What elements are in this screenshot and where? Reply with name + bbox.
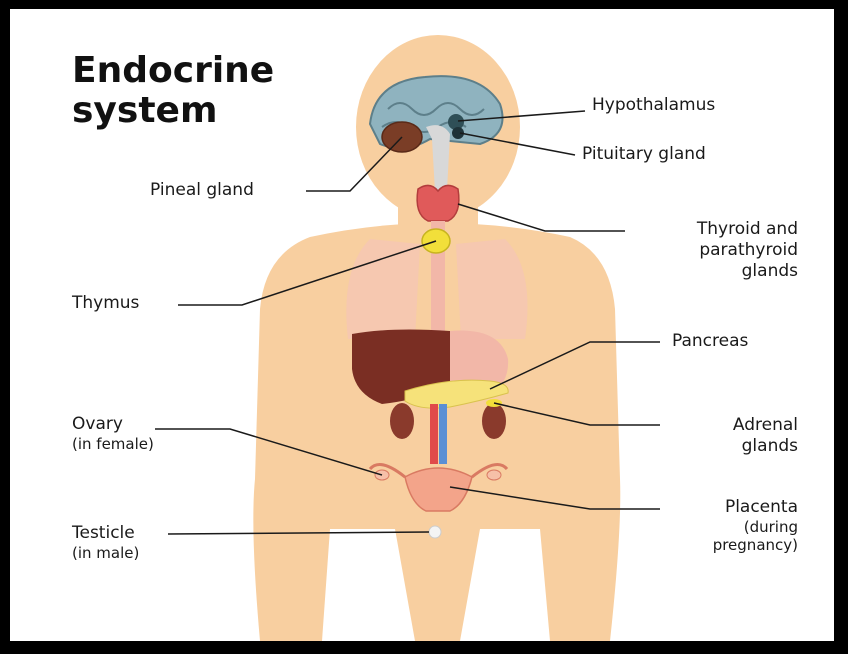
label-testicle: Testicle (in male) (72, 523, 139, 562)
label-thyroid: Thyroid and parathyroid glands (640, 219, 798, 282)
label-thyroid-line-1: Thyroid and (640, 219, 798, 240)
label-placenta: Placenta (during pregnancy) (670, 497, 798, 554)
label-pineal: Pineal gland (150, 180, 254, 201)
label-hypothalamus: Hypothalamus (592, 95, 715, 116)
label-adrenal-line-2: glands (670, 436, 798, 457)
label-ovary-line-2: (in female) (72, 435, 154, 453)
leader-testicle (168, 532, 429, 534)
label-placenta-line-1: Placenta (670, 497, 798, 518)
label-placenta-line-2: (during (670, 518, 798, 536)
label-pancreas: Pancreas (672, 331, 748, 352)
title-line-2: system (72, 91, 274, 131)
title-line-1: Endocrine (72, 51, 274, 91)
label-testicle-line-1: Testicle (72, 523, 139, 544)
label-thyroid-line-3: glands (640, 261, 798, 282)
diagram-frame: Endocrine system Hypothalamus Pituitary … (10, 9, 834, 641)
label-placenta-line-3: pregnancy) (670, 536, 798, 554)
label-testicle-line-2: (in male) (72, 544, 139, 562)
right-kidney-shape (482, 403, 506, 439)
left-kidney-shape (390, 403, 414, 439)
label-ovary-line-1: Ovary (72, 414, 154, 435)
testicle-shape (429, 526, 441, 538)
vena-cava-shape (439, 404, 447, 464)
aorta-shape (430, 404, 438, 464)
label-adrenal: Adrenal glands (670, 415, 798, 457)
label-thymus: Thymus (72, 293, 139, 314)
right-ovary-shape (487, 470, 501, 480)
label-ovary: Ovary (in female) (72, 414, 154, 453)
label-thyroid-line-2: parathyroid (640, 240, 798, 261)
thyroid-shape (417, 185, 459, 221)
label-adrenal-line-1: Adrenal (670, 415, 798, 436)
diagram-title: Endocrine system (72, 51, 274, 131)
label-pituitary: Pituitary gland (582, 144, 706, 165)
